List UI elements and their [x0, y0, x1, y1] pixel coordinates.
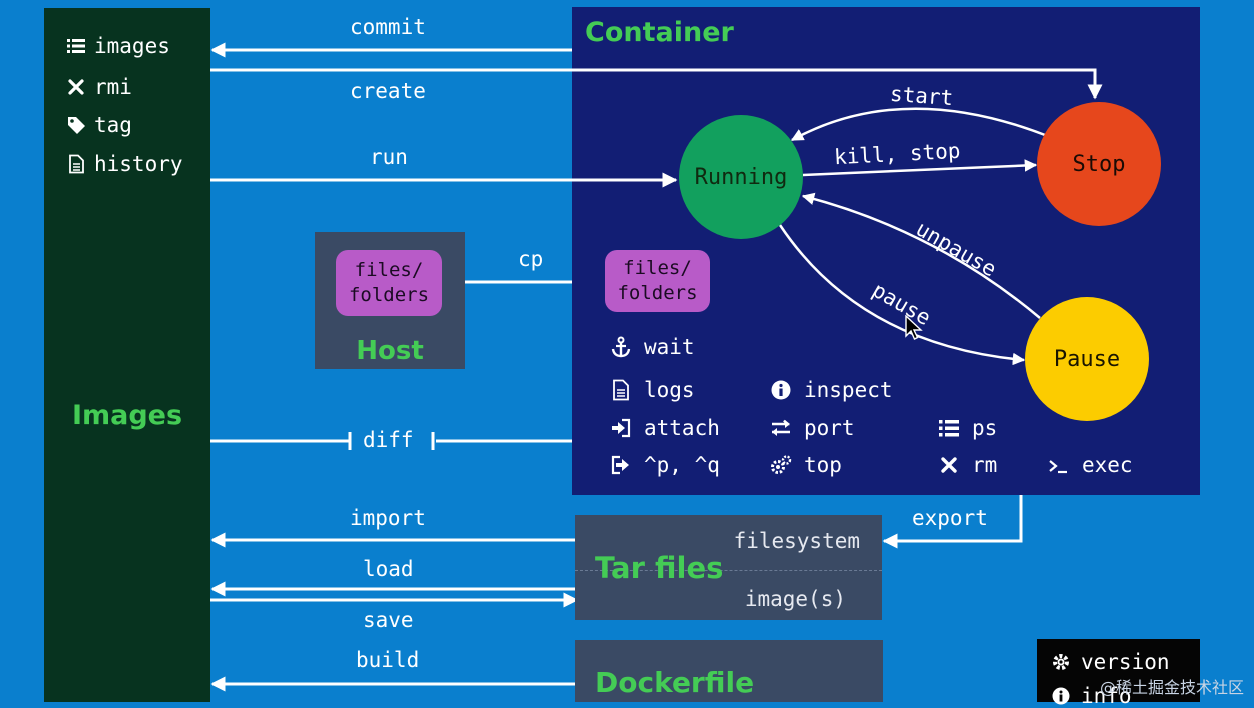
watermark: @稀土掘金技术社区	[1099, 678, 1244, 697]
cp-label: cp	[518, 247, 544, 271]
gear-icon	[1053, 654, 1069, 670]
state-transitions	[572, 68, 1103, 366]
export-arrow	[882, 495, 1023, 549]
import-label: import	[350, 506, 426, 530]
tag-command-label: tag	[94, 113, 132, 137]
state-pause-label: Pause	[1053, 346, 1121, 372]
container-panel: Container start kill, stop unpause pause…	[572, 7, 1200, 495]
list-icon	[67, 39, 85, 53]
state-stop-label: Stop	[1072, 151, 1126, 177]
detach-command-label: ^p, ^q	[644, 453, 720, 477]
top-command-label: top	[804, 453, 842, 477]
container-files-label: files/ folders	[617, 257, 698, 304]
commit-label: commit	[350, 15, 426, 39]
rm-command[interactable]: rm	[938, 453, 997, 477]
top-command[interactable]: top	[770, 453, 842, 477]
gears-icon	[771, 455, 792, 474]
tar-files-panel: Tar files filesystem image(s)	[575, 515, 882, 620]
wait-command[interactable]: wait	[610, 335, 695, 359]
dockerfile-panel: Dockerfile	[575, 640, 883, 702]
ps-command-label: ps	[972, 416, 998, 440]
terminal-icon	[1049, 460, 1067, 474]
tar-filesystem-label: filesystem	[733, 529, 860, 553]
state-running[interactable]: Running	[679, 115, 803, 239]
port-command-label: port	[804, 416, 855, 440]
misc-commands-panel: version info	[1037, 639, 1200, 708]
tar-images-label: image(s)	[744, 587, 846, 611]
container-title: Container	[585, 17, 734, 48]
exec-command[interactable]: exec	[1048, 453, 1133, 477]
create-label: create	[350, 79, 426, 103]
port-command[interactable]: port	[770, 416, 855, 440]
exchange-icon	[772, 419, 790, 436]
sign-in-icon	[612, 418, 631, 438]
wait-command-label: wait	[644, 335, 695, 359]
start-label: start	[889, 81, 954, 111]
images-panel: images rmi tag history Images	[44, 8, 210, 702]
host-panel: files/ folders Host	[315, 232, 465, 369]
tar-files-title: Tar files	[595, 551, 724, 585]
logs-command-label: logs	[644, 378, 695, 402]
load-label: load	[363, 557, 414, 581]
export-label: export	[912, 506, 988, 530]
diff-label: diff	[363, 428, 414, 452]
rm-command-label: rm	[972, 453, 998, 477]
host-title: Host	[356, 336, 424, 366]
version-command-label: version	[1081, 650, 1170, 674]
info-icon	[771, 380, 791, 400]
images-command[interactable]: images	[66, 34, 170, 58]
document-icon	[69, 154, 84, 174]
start-transition	[790, 107, 1046, 142]
history-command-label: history	[94, 152, 183, 176]
create-entry	[572, 68, 1103, 100]
save-label: save	[363, 608, 414, 632]
attach-command[interactable]: attach	[610, 416, 720, 440]
state-stop[interactable]: Stop	[1037, 102, 1161, 226]
exec-command-label: exec	[1082, 453, 1133, 477]
unpause-transition	[801, 192, 1041, 319]
list-icon	[939, 420, 959, 437]
logs-command[interactable]: logs	[610, 378, 695, 402]
sign-out-icon	[611, 455, 629, 475]
history-command[interactable]: history	[66, 152, 183, 176]
tag-icon	[68, 117, 85, 134]
host-files-box[interactable]: files/ folders	[336, 250, 442, 316]
pause-transition	[778, 224, 1026, 366]
inspect-command-label: inspect	[804, 378, 893, 402]
detach-command[interactable]: ^p, ^q	[610, 453, 720, 477]
tag-command[interactable]: tag	[66, 113, 132, 137]
state-pause[interactable]: Pause	[1025, 297, 1149, 421]
version-command[interactable]: version	[1051, 650, 1170, 674]
container-files-box[interactable]: files/ folders	[605, 250, 710, 312]
attach-command-label: attach	[644, 416, 720, 440]
diff-gap	[350, 425, 436, 457]
anchor-icon	[611, 336, 631, 358]
ps-command[interactable]: ps	[938, 416, 997, 440]
state-running-label: Running	[694, 164, 788, 190]
kill-stop-transition	[802, 159, 1038, 177]
dockerfile-title: Dockerfile	[595, 666, 755, 699]
x-icon	[941, 457, 957, 473]
build-label: build	[356, 648, 420, 672]
inspect-command[interactable]: inspect	[770, 378, 893, 402]
host-files-label: files/ folders	[348, 259, 430, 306]
images-command-label: images	[94, 34, 170, 58]
tar-divider	[575, 570, 882, 571]
info-icon	[1052, 687, 1070, 705]
document-icon	[613, 379, 629, 401]
rmi-command-label: rmi	[94, 75, 132, 99]
run-label: run	[370, 145, 408, 169]
images-title: Images	[71, 400, 183, 431]
mouse-cursor-icon	[905, 315, 923, 340]
rmi-command[interactable]: rmi	[66, 75, 132, 99]
x-icon	[68, 79, 84, 95]
